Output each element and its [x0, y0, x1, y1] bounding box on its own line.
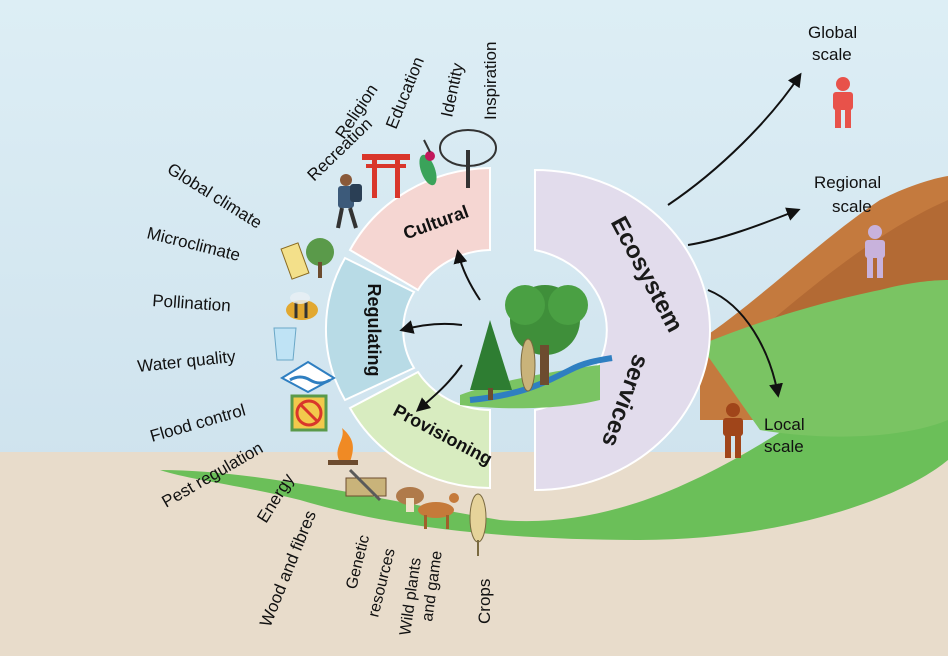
local-scale-line2: scale	[764, 437, 804, 456]
wheat-ear-icon	[469, 493, 487, 556]
hummingbird-icon	[419, 139, 437, 186]
arrow-to-global-scale	[667, 72, 802, 206]
arrow-to-regional-scale	[687, 207, 801, 246]
arrow-to-local-scale	[707, 289, 783, 398]
torii-gate-icon	[362, 154, 410, 198]
hiker-icon	[336, 174, 362, 229]
regulating-segment	[325, 256, 416, 402]
cultural-item-inspiration: Inspiration	[481, 42, 500, 120]
local-scale-line1: Local	[764, 415, 805, 434]
provisioning-segment	[348, 370, 491, 490]
arrow-to-provisioning	[415, 364, 463, 412]
arrow-to-regulating	[399, 320, 463, 334]
wood-saw-icon	[345, 468, 387, 502]
conifer-icon	[470, 320, 512, 390]
regulating-label: Regulating	[364, 284, 384, 377]
grass-hill	[700, 280, 948, 437]
flood-icon	[279, 360, 337, 394]
thermometer-tree-icon	[280, 238, 334, 280]
river-icon	[469, 355, 613, 403]
center-landscape	[460, 285, 613, 409]
water-glass-icon	[273, 327, 297, 361]
regional-scale-line1: Regional	[814, 173, 881, 192]
ecosystem-services-arc	[534, 168, 711, 492]
regional-scale-line2: scale	[832, 197, 872, 216]
local-person-icon	[723, 403, 743, 458]
campfire-icon	[328, 428, 358, 465]
wheat-icon	[520, 338, 536, 392]
deer-icon	[418, 493, 459, 529]
bee-icon	[286, 292, 318, 320]
mushroom-icon	[396, 487, 424, 512]
global-scale-line1: Global	[808, 23, 857, 42]
grass-slope	[160, 290, 948, 540]
bare-tree-icon	[439, 129, 497, 188]
global-person-icon	[833, 77, 853, 128]
provisioning-item-crops: Crops	[475, 579, 494, 624]
no-pest-icon	[290, 394, 328, 432]
regional-person-icon	[865, 225, 885, 278]
global-scale-line2: scale	[812, 45, 852, 64]
arrow-to-cultural	[453, 249, 481, 301]
